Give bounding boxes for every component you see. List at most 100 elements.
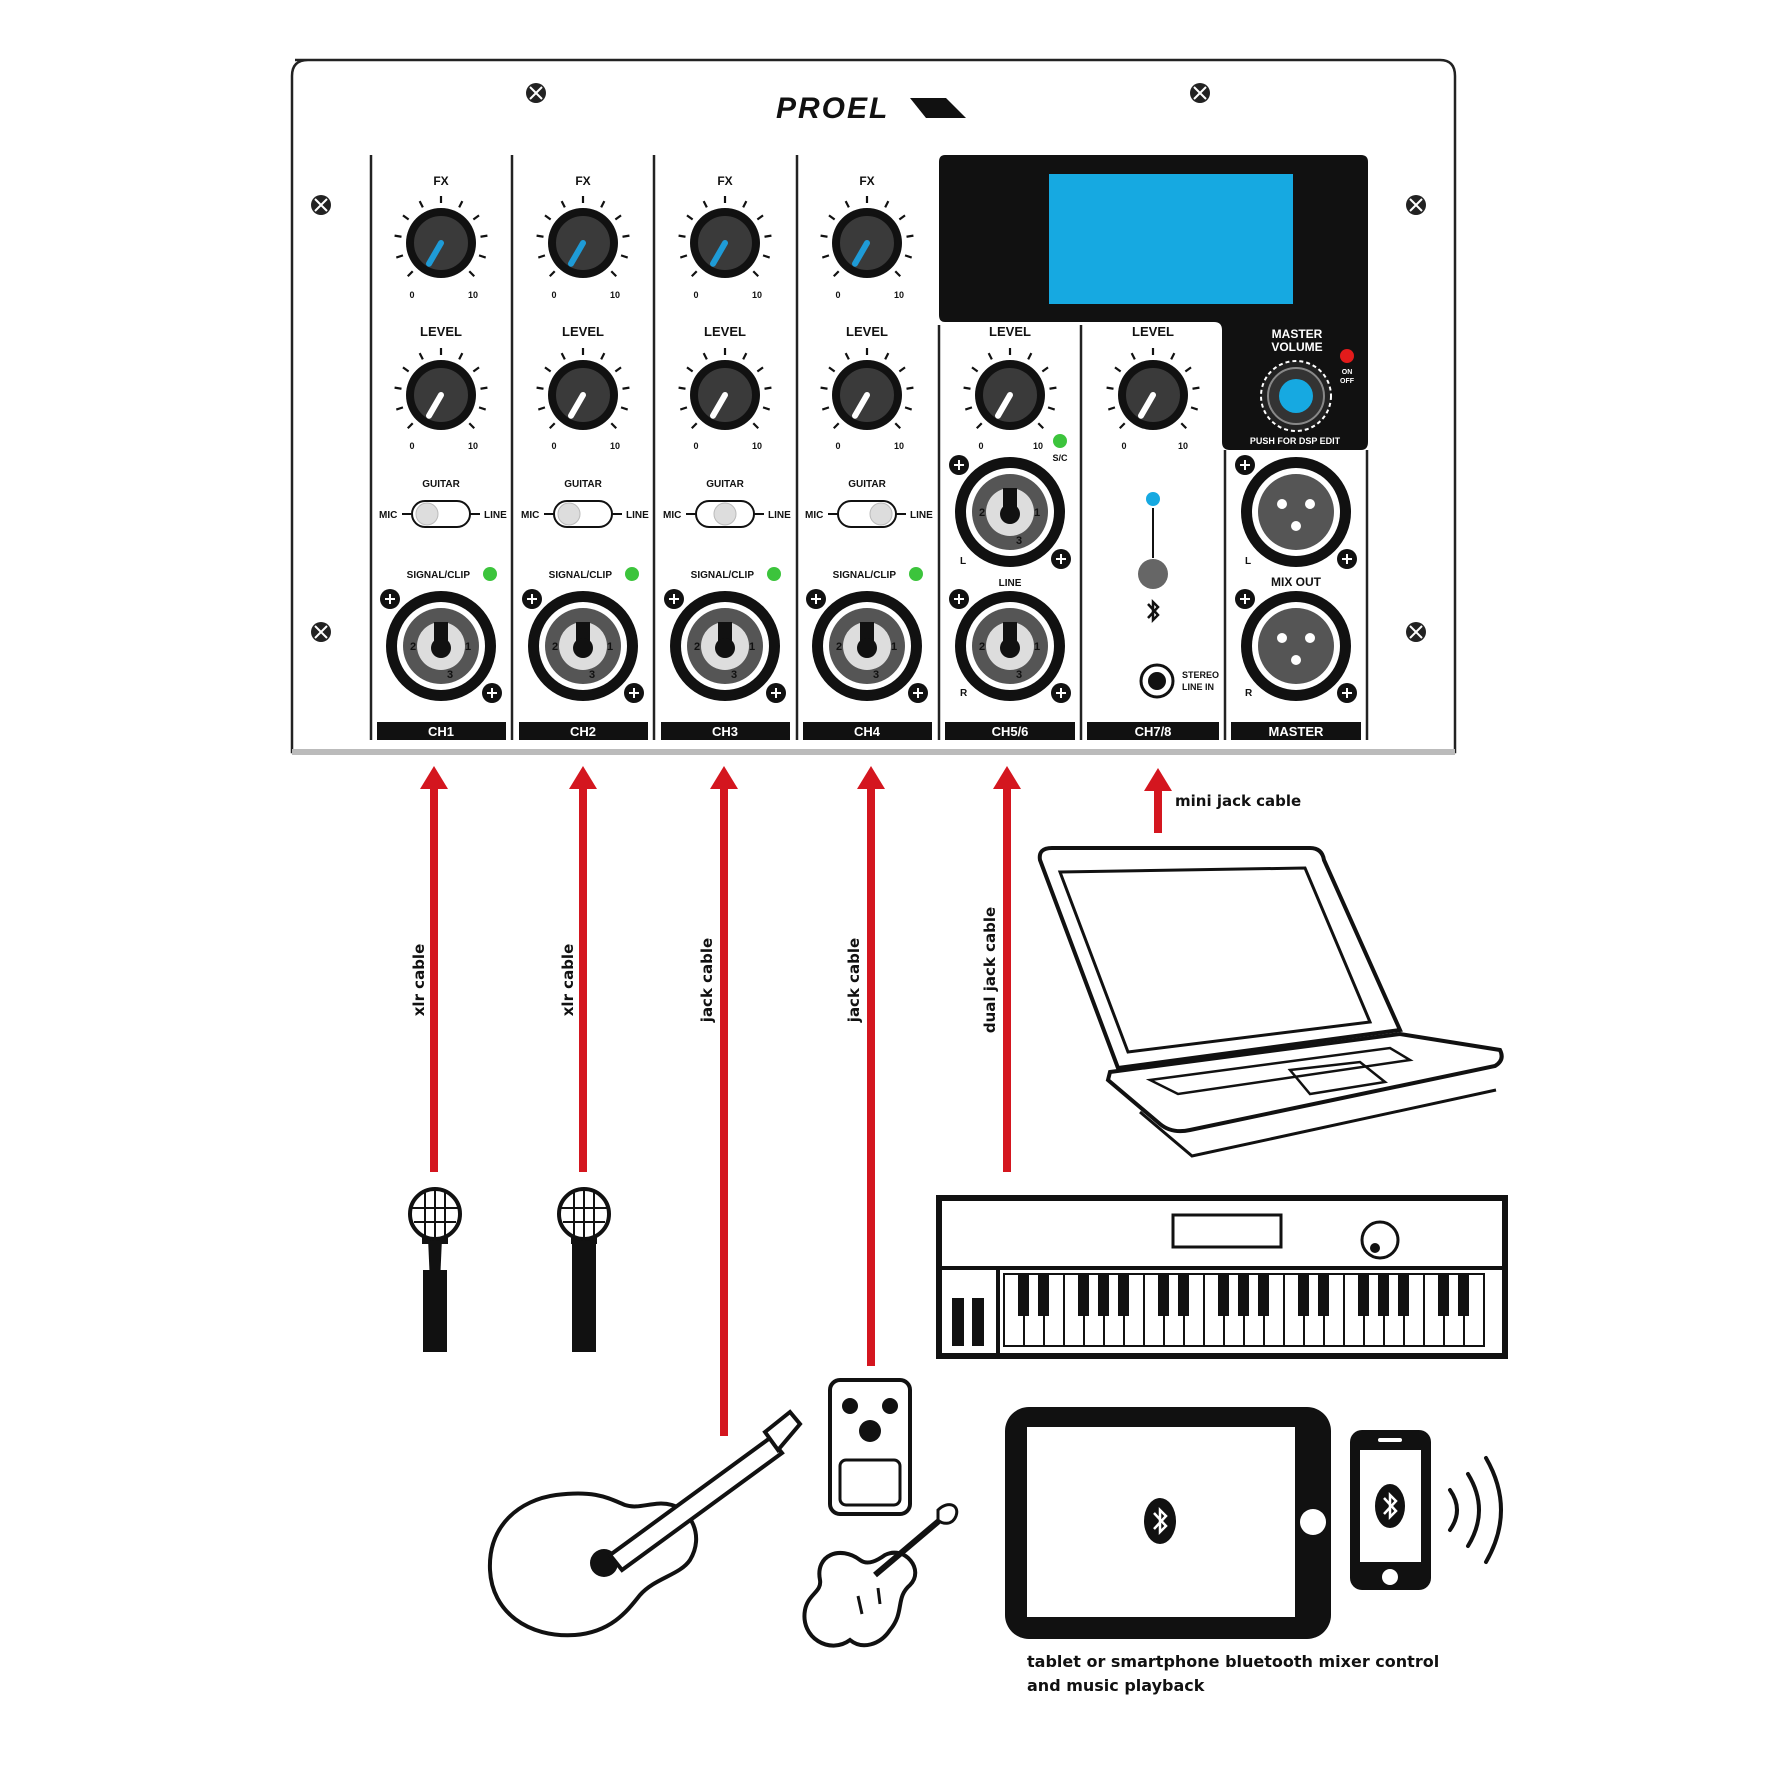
scale-min: 0 [835, 290, 840, 300]
right-label: R [1245, 688, 1253, 699]
sc-label: S/C [1052, 453, 1068, 463]
cables: xlr cable xlr cable jack cable jack cabl… [410, 766, 1301, 1436]
svg-text:1: 1 [749, 641, 755, 653]
scale-max: 10 [894, 290, 904, 300]
svg-text:2: 2 [694, 641, 700, 653]
input-mode-switch[interactable] [828, 500, 906, 528]
left-label: L [1245, 556, 1251, 567]
svg-text:1: 1 [607, 641, 613, 653]
level-label: LEVEL [846, 324, 888, 339]
lcd-screen [1049, 174, 1293, 304]
level-knob[interactable] [394, 348, 488, 430]
tablet-icon [1005, 1407, 1331, 1639]
master-label: MASTER [1269, 724, 1325, 739]
right-label: R [960, 688, 968, 699]
signal-clip-label: SIGNAL/CLIP [407, 570, 471, 581]
svg-text:1: 1 [465, 641, 471, 653]
signal-clip-led [625, 567, 639, 581]
level-knob[interactable] [536, 348, 630, 430]
svg-text:1: 1 [1034, 507, 1040, 519]
panel-screw-icon [1190, 83, 1210, 103]
channel-strip-ch7-8: LEVEL 0 10 STEREO LINE IN CH7/8 [1087, 324, 1219, 740]
master-section: MASTER VOLUME ON OFF PUSH FOR DSP EDIT L… [1231, 327, 1361, 740]
cable-label: jack cable [845, 938, 863, 1023]
svg-text:2: 2 [979, 507, 985, 519]
svg-text:2: 2 [979, 641, 985, 653]
scale-min: 0 [409, 290, 414, 300]
input-mode-switch[interactable] [402, 500, 480, 528]
master-volume-encoder[interactable] [1260, 360, 1332, 432]
level-knob[interactable] [963, 348, 1057, 430]
line-in-label: LINE IN [1182, 682, 1214, 692]
fx-knob[interactable] [820, 196, 914, 278]
fx-label: FX [433, 174, 448, 188]
xlr-output-left[interactable] [1235, 455, 1357, 569]
master-volume-label-2: VOLUME [1271, 340, 1322, 354]
keyboard-synth-icon [936, 1195, 1508, 1359]
cable-ch4: jack cable [845, 766, 885, 1366]
scale-max: 10 [894, 441, 904, 451]
caption-line-2: and music playback [1027, 1676, 1205, 1695]
bluetooth-pair-button[interactable] [1138, 559, 1168, 589]
channel-label: CH3 [712, 724, 738, 739]
violin-icon [802, 1503, 959, 1648]
input-mode-switch[interactable] [544, 500, 622, 528]
brand-logo: PROEL [776, 92, 966, 125]
channel-strip-ch2: FX 0 10 LEVEL 0 10 GUITAR MIC LINE SIGNA… [519, 174, 649, 740]
bluetooth-status-led [1146, 492, 1160, 506]
fx-knob[interactable] [678, 196, 772, 278]
switch-mic-label: MIC [521, 510, 539, 521]
level-knob[interactable] [1106, 348, 1200, 430]
switch-line-label: LINE [768, 510, 791, 521]
bluetooth-icon [1375, 1484, 1405, 1528]
channel-strip-ch3: FX 0 10 LEVEL 0 10 GUITAR MIC LINE SIGNA… [661, 174, 791, 740]
caption-line-1: tablet or smartphone bluetooth mixer con… [1027, 1652, 1439, 1671]
smartphone-icon [1350, 1430, 1431, 1590]
svg-text:2: 2 [836, 641, 842, 653]
level-knob[interactable] [678, 348, 772, 430]
switch-line-label: LINE [626, 510, 649, 521]
cable-label: jack cable [698, 938, 716, 1023]
switch-line-label: LINE [484, 510, 507, 521]
svg-text:3: 3 [873, 669, 879, 681]
display-panel [939, 155, 1368, 450]
scale-min: 0 [693, 290, 698, 300]
combo-input-jack[interactable]: 2 1 3 [806, 589, 928, 703]
power-off-label: OFF [1340, 378, 1355, 385]
svg-text:2: 2 [552, 641, 558, 653]
cable-ch7-8: mini jack cable [1144, 768, 1301, 833]
svg-text:1: 1 [1034, 641, 1040, 653]
switch-guitar-label: GUITAR [564, 479, 602, 490]
fx-knob[interactable] [394, 196, 488, 278]
scale-min: 0 [551, 441, 556, 451]
level-label: LEVEL [704, 324, 746, 339]
power-led [1340, 349, 1354, 363]
push-dsp-label: PUSH FOR DSP EDIT [1250, 436, 1341, 446]
power-on-label: ON [1342, 369, 1353, 376]
xlr-output-right[interactable] [1235, 589, 1357, 703]
scale-min: 0 [693, 441, 698, 451]
cable-label: xlr cable [410, 944, 428, 1017]
scale-max: 10 [752, 441, 762, 451]
panel-screw-icon [311, 622, 331, 642]
stereo-line-in-jack[interactable] [1139, 663, 1175, 699]
switch-mic-label: MIC [379, 510, 397, 521]
signal-clip-led [483, 567, 497, 581]
input-mode-switch[interactable] [686, 500, 764, 528]
fx-knob[interactable] [536, 196, 630, 278]
cable-ch5-6: dual jack cable [981, 766, 1021, 1172]
scale-max: 10 [752, 290, 762, 300]
signal-clip-led [767, 567, 781, 581]
panel-screw-icon [311, 195, 331, 215]
level-knob[interactable] [820, 348, 914, 430]
channel-label: CH7/8 [1135, 724, 1172, 739]
svg-text:1: 1 [891, 641, 897, 653]
level-label: LEVEL [1132, 324, 1174, 339]
